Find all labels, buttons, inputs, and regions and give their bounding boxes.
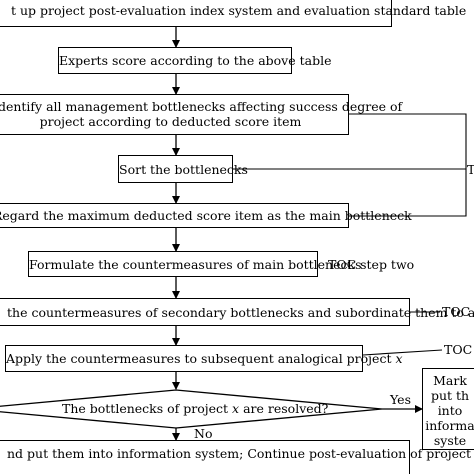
step-formulate-countermeasures: Formulate the countermeasures of main bo… xyxy=(28,251,362,277)
step-continue-post-evaluation-text: nd put them into information system; Con… xyxy=(7,446,474,461)
step-main-bottleneck-text: Regard the maximum deducted score item a… xyxy=(0,208,412,223)
step-setup-index-system: t up project post-evaluation index syste… xyxy=(0,0,467,27)
side-box-line-2: put th xyxy=(430,388,470,403)
decision-text: The bottlenecks of project x are resolve… xyxy=(62,401,329,416)
step-secondary-countermeasures-text: the countermeasures of secondary bottlen… xyxy=(7,305,474,320)
step-apply-countermeasures-text: Apply the countermeasures to subsequent … xyxy=(6,351,403,366)
side-box-line-5: syste xyxy=(433,433,467,448)
toc-step-one-bracket xyxy=(349,113,467,217)
step-apply-countermeasures: Apply the countermeasures to subsequent … xyxy=(5,345,403,372)
step-experts-score: Experts score according to the above tab… xyxy=(58,47,332,74)
step-sort-bottlenecks-text: Sort the bottlenecks xyxy=(119,162,248,177)
step-main-bottleneck: Regard the maximum deducted score item a… xyxy=(0,203,412,228)
step-identify-bottlenecks-line1: Identify all management bottlenecks affe… xyxy=(0,99,403,114)
label-toc-step-one: T xyxy=(467,162,474,177)
label-yes: Yes xyxy=(390,392,411,407)
step-sort-bottlenecks: Sort the bottlenecks xyxy=(118,155,248,183)
label-toc-step-three: TOC xyxy=(442,304,471,319)
toc-step-four-leader xyxy=(362,349,443,356)
step-identify-bottlenecks-line2: project according to deducted score item xyxy=(39,114,302,129)
side-box-mark: Mark put th into informa syste xyxy=(422,368,474,450)
label-no: No xyxy=(194,426,213,441)
step-formulate-countermeasures-text: Formulate the countermeasures of main bo… xyxy=(29,257,362,272)
label-toc-step-four: TOC xyxy=(444,342,473,357)
step-setup-index-system-text: t up project post-evaluation index syste… xyxy=(11,3,467,18)
step-secondary-countermeasures: the countermeasures of secondary bottlen… xyxy=(0,298,474,326)
step-continue-post-evaluation: nd put them into information system; Con… xyxy=(0,440,474,474)
side-box-line-1: Mark xyxy=(433,373,467,388)
decision-diamond xyxy=(0,389,383,429)
label-toc-step-two: TOC step two xyxy=(328,257,415,272)
step-identify-bottlenecks: Identify all management bottlenecks affe… xyxy=(0,94,403,135)
side-box-line-3: into xyxy=(437,403,463,418)
side-box-line-4: informa xyxy=(425,418,474,433)
step-experts-score-text: Experts score according to the above tab… xyxy=(59,53,332,68)
